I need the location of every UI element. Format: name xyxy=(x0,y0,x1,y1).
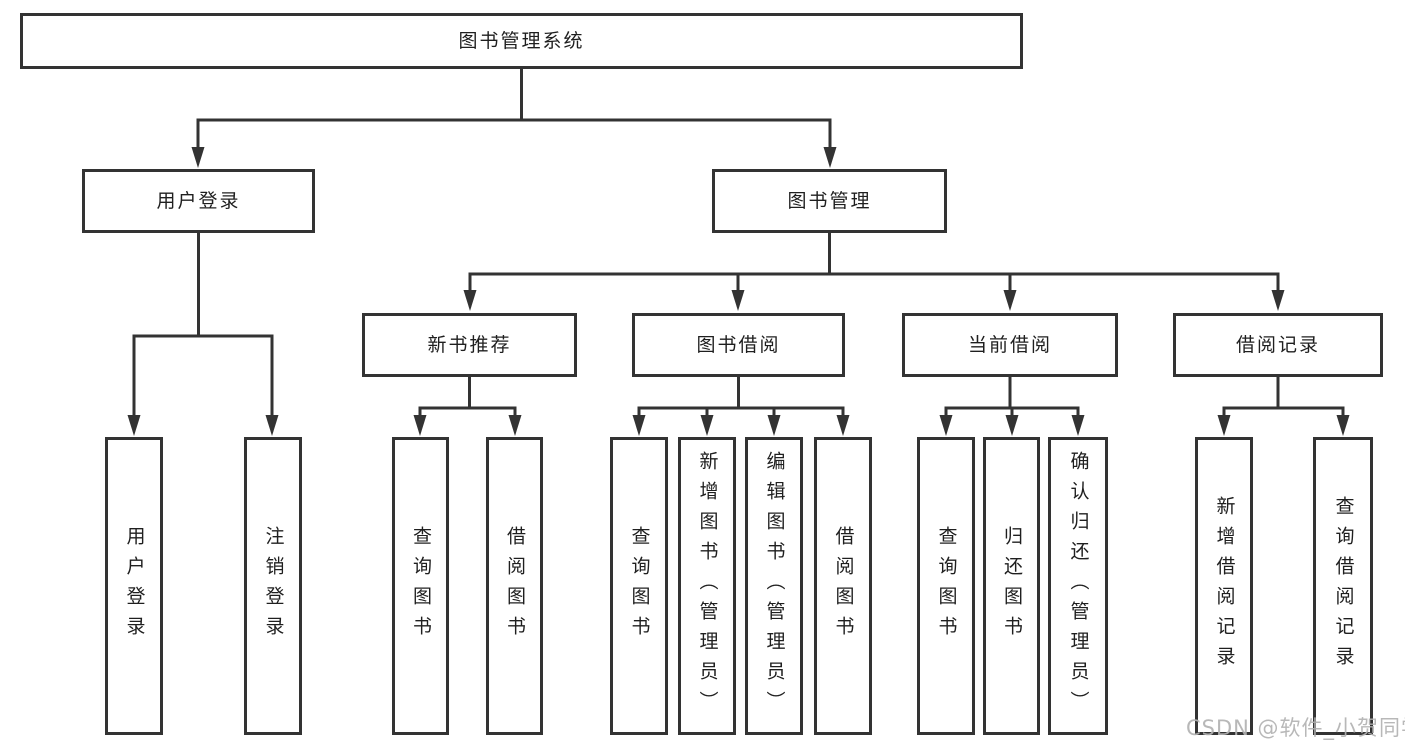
node-query-books-borrow: 查询图书 xyxy=(610,437,668,735)
node-label: 图书管理 xyxy=(787,189,872,212)
node-add-borrow-record: 新增借阅记录 xyxy=(1195,437,1253,735)
node-label: 借阅记录 xyxy=(1235,333,1320,356)
node-label: 查询图书 xyxy=(628,526,651,646)
node-book-borrowing: 图书借阅 xyxy=(632,313,845,377)
node-label: 注销登录 xyxy=(262,526,285,646)
node-label: 用户登录 xyxy=(156,189,241,212)
node-add-books-admin: 新增图书（管理员） xyxy=(678,437,736,735)
node-return-books: 归还图书 xyxy=(983,437,1040,735)
node-label: 查询图书 xyxy=(410,526,432,646)
node-label: 查询借阅记录 xyxy=(1332,496,1355,676)
node-current-borrowing: 当前借阅 xyxy=(902,313,1118,377)
node-new-book-recommendation: 新书推荐 xyxy=(362,313,577,377)
node-label: 借阅图书 xyxy=(504,526,526,646)
csdn-watermark: CSDN @软件_小贺同学 xyxy=(1186,716,1405,740)
node-query-books-current: 查询图书 xyxy=(917,437,975,735)
node-borrowing-records: 借阅记录 xyxy=(1173,313,1383,377)
node-book-management-module: 图书管理 xyxy=(712,169,947,233)
node-logout-leaf: 注销登录 xyxy=(244,437,302,735)
node-borrow-books-recommend: 借阅图书 xyxy=(486,437,543,735)
node-edit-books-admin: 编辑图书（管理员） xyxy=(745,437,803,735)
node-label: 查询图书 xyxy=(935,526,958,646)
node-label: 归还图书 xyxy=(1001,526,1023,646)
node-user-login-leaf: 用户登录 xyxy=(105,437,163,735)
node-library-management-system: 图书管理系统 xyxy=(20,13,1023,69)
arrowheads xyxy=(127,147,1350,436)
node-query-borrow-record: 查询借阅记录 xyxy=(1313,437,1373,735)
node-label: 新增借阅记录 xyxy=(1213,496,1236,676)
connector-stems xyxy=(132,68,1345,418)
node-label: 当前借阅 xyxy=(967,333,1052,356)
node-user-login-module: 用户登录 xyxy=(82,169,315,233)
node-label: 新增图书（管理员） xyxy=(696,451,719,721)
node-label: 借阅图书 xyxy=(832,526,855,646)
node-label: 确认归还（管理员） xyxy=(1067,451,1090,721)
node-query-books-recommend: 查询图书 xyxy=(392,437,449,735)
node-borrow-books-leaf: 借阅图书 xyxy=(814,437,872,735)
node-label: 编辑图书（管理员） xyxy=(763,451,786,721)
node-label: 图书管理系统 xyxy=(458,29,585,52)
node-confirm-return-admin: 确认归还（管理员） xyxy=(1048,437,1108,735)
node-label: 新书推荐 xyxy=(427,333,512,356)
node-label: 图书借阅 xyxy=(696,333,781,356)
node-label: 用户登录 xyxy=(123,526,146,646)
